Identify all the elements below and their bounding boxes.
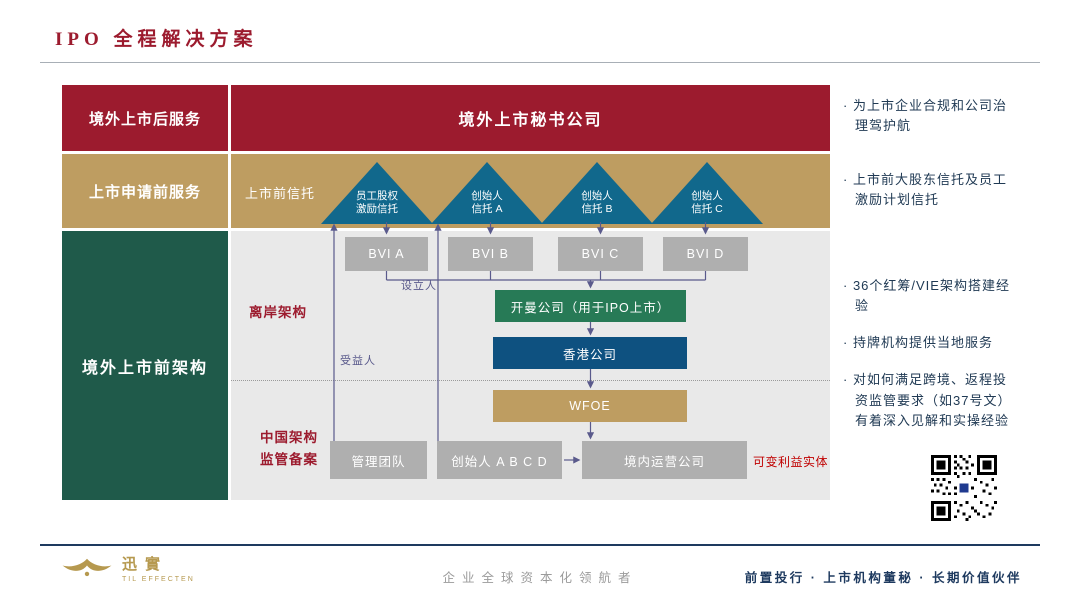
footer-tagline: 前置投行 · 上市机构董秘 · 长期价值伙伴 — [744, 571, 1022, 585]
bvi-d-box: BVI D — [663, 237, 748, 271]
trust-line: 信托 B — [581, 203, 613, 216]
note-post-listing: · 为上市企业合规和公司治理驾护航 — [843, 98, 1007, 134]
pre-ipo-trust-band: 上市前信托 员工股权 激励信托 创始人 信托 A 创始人 信托 B 创始人 信托… — [231, 154, 830, 228]
bvi-b-box: BVI B — [448, 237, 533, 271]
footer-divider — [40, 544, 1040, 546]
note-redchip-vie: · 36个红筹/VIE架构搭建经验 — [843, 278, 1010, 314]
row-label-post-listing: 境外上市后服务 — [62, 85, 228, 151]
note-crossborder: · 对如何满足跨境、返程投资监管要求（如37号文）有着深入见解和实操经验 — [843, 372, 1012, 428]
trust-line: 创始人 — [691, 189, 723, 202]
row-label-pre-listing-structure: 境外上市前架构 — [62, 231, 228, 500]
structure-diagram: BVI A BVI B BVI C BVI D 离岸架构 开曼公司（用于IPO上… — [231, 231, 830, 500]
beneficiary-label: 受益人 — [340, 355, 376, 367]
wfoe-box: WFOE — [493, 390, 687, 422]
domestic-opco-box: 境内运营公司 — [582, 441, 747, 479]
founders-box: 创始人 A B C D — [437, 441, 562, 479]
page-title: IPO 全程解决方案 — [55, 29, 258, 50]
offshore-caption: 离岸架构 — [249, 305, 307, 320]
note-licensed-service: · 持牌机构提供当地服务 — [843, 335, 993, 351]
cayman-company-box: 开曼公司（用于IPO上市） — [495, 290, 686, 322]
trust-triangle-founder-a: 创始人 信托 A — [431, 162, 543, 224]
trust-line: 激励信托 — [356, 203, 398, 216]
offshore-china-divider — [231, 380, 830, 381]
bvi-c-box: BVI C — [558, 237, 643, 271]
wings-icon — [62, 558, 112, 577]
trust-line: 信托 A — [471, 203, 503, 216]
trust-line: 创始人 — [471, 189, 503, 202]
bvi-a-box: BVI A — [345, 237, 428, 271]
qr-code — [928, 452, 1000, 524]
brand-name: 迅實 — [122, 557, 169, 573]
trust-triangle-employee: 员工股权 激励信托 — [321, 162, 433, 224]
trust-triangle-founder-b: 创始人 信托 B — [541, 162, 653, 224]
structure-notes: · 36个红筹/VIE架构搭建经验 · 持牌机构提供当地服务 · 对如何满足跨境… — [843, 276, 1019, 431]
brand-subtitle: TIL EFFECTEN — [122, 576, 195, 583]
trust-line: 员工股权 — [356, 189, 398, 202]
trust-triangle-founder-c: 创始人 信托 C — [651, 162, 763, 224]
settlor-label: 设立人 — [401, 280, 437, 292]
hongkong-company-box: 香港公司 — [493, 337, 687, 369]
china-caption: 中国架构 监管备案 — [260, 430, 318, 467]
secretary-company-band: 境外上市秘书公司 — [231, 85, 830, 151]
management-team-box: 管理团队 — [330, 441, 427, 479]
row-label-pre-application: 上市申请前服务 — [62, 154, 228, 228]
header-divider — [40, 62, 1040, 63]
brand-logo: 迅實 TIL EFFECTEN — [60, 553, 195, 583]
trust-caption: 上市前信托 — [245, 186, 316, 201]
vie-label: 可变利益实体 — [753, 455, 829, 469]
footer-slogan: 企业全球资本化领航者 — [442, 571, 638, 585]
trust-line: 信托 C — [691, 203, 723, 216]
note-pre-application: · 上市前大股东信托及员工激励计划信托 — [843, 172, 1007, 208]
trust-line: 创始人 — [581, 189, 613, 202]
